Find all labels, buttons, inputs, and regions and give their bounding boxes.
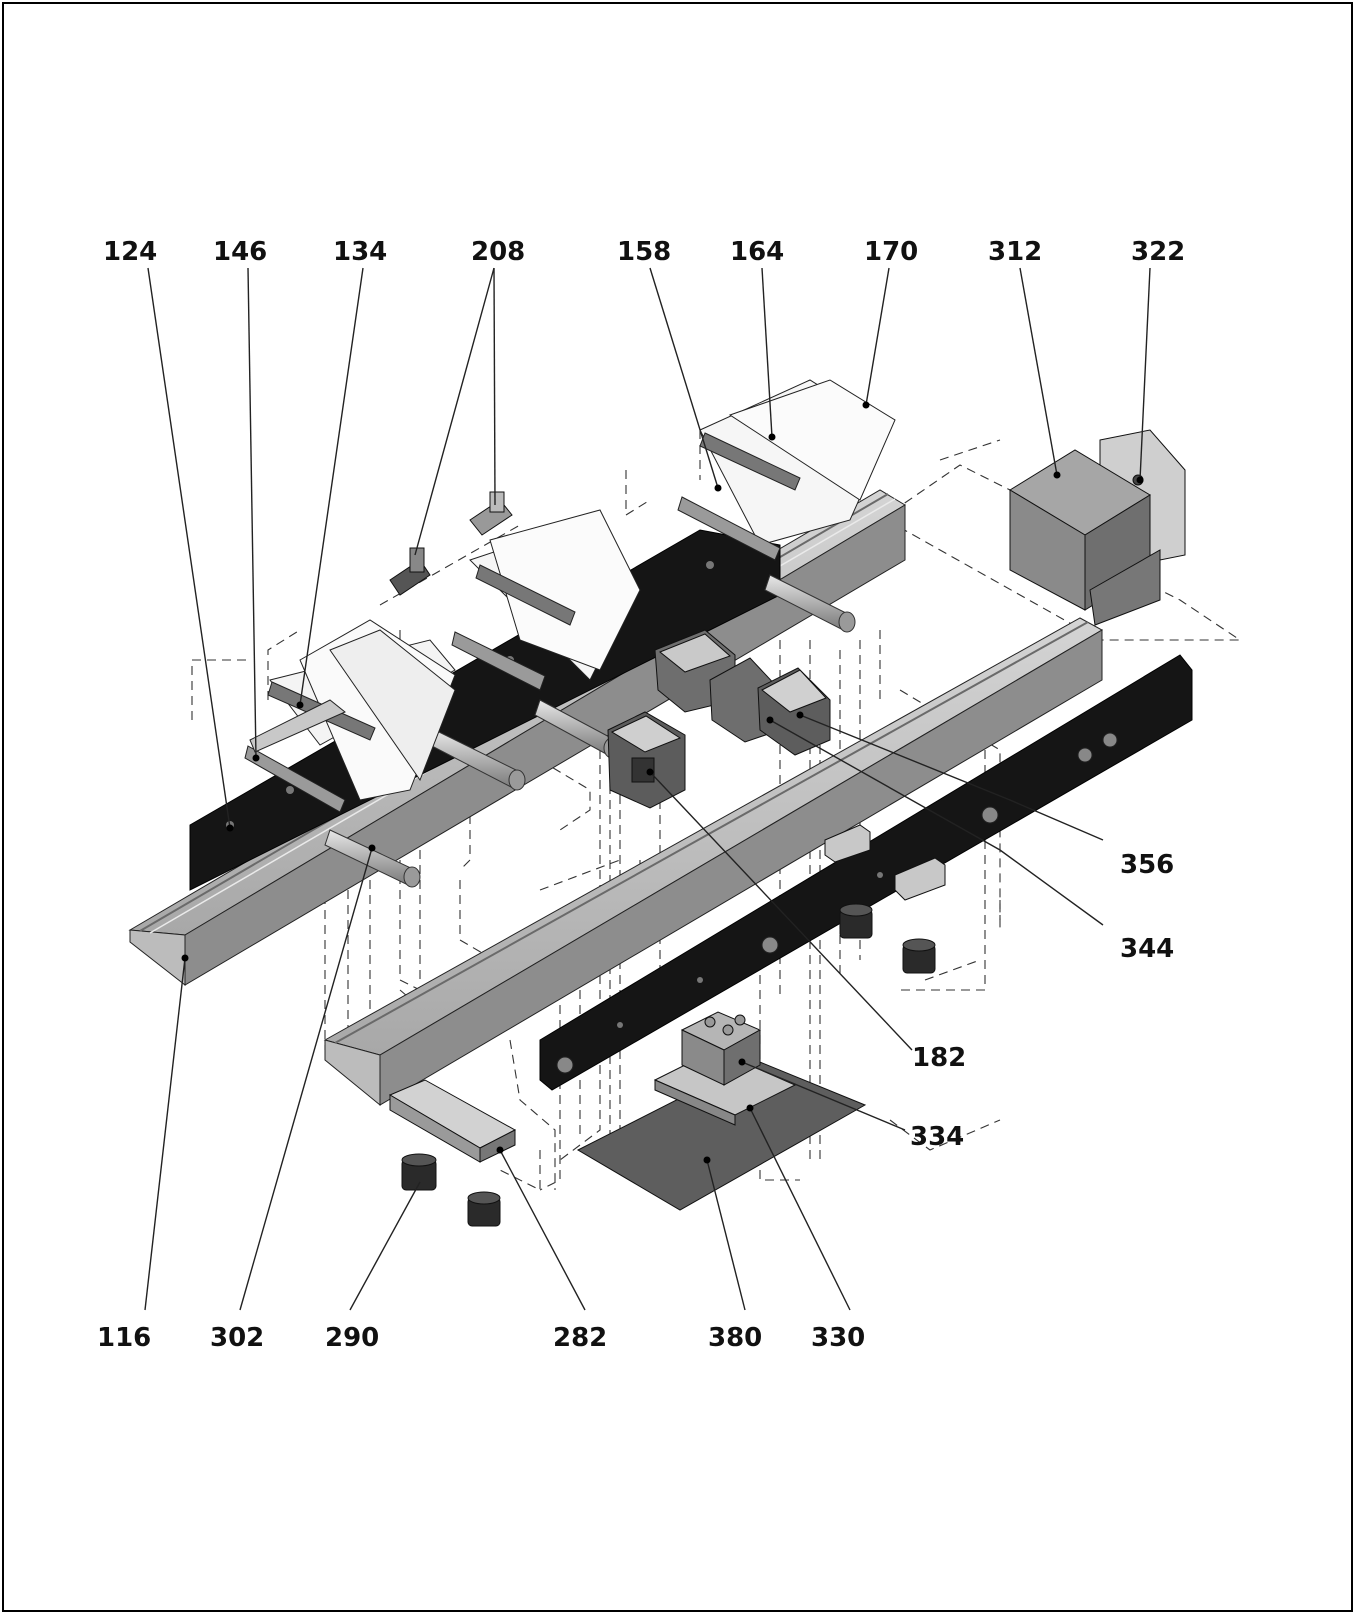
label-330: 330 bbox=[811, 1323, 865, 1353]
label-282: 282 bbox=[553, 1323, 607, 1353]
label-158: 158 bbox=[617, 237, 671, 267]
leader-208b bbox=[493, 267, 496, 506]
label-116: 116 bbox=[97, 1323, 151, 1353]
leader-282 bbox=[499, 1149, 586, 1311]
label-170: 170 bbox=[864, 237, 918, 267]
finger-assembly-middle bbox=[451, 509, 641, 691]
label-312: 312 bbox=[988, 237, 1042, 267]
leader-124 bbox=[147, 267, 231, 829]
leader-322 bbox=[1139, 267, 1151, 481]
leader-380 bbox=[706, 1159, 746, 1311]
fittings-208 bbox=[389, 491, 513, 596]
label-380: 380 bbox=[708, 1323, 762, 1353]
callout-labels: 124 146 134 208 158 164 170 312 322 356 … bbox=[97, 237, 1185, 1353]
clamps bbox=[607, 629, 831, 809]
leader-116 bbox=[144, 957, 186, 1311]
leader-208a bbox=[414, 267, 495, 556]
label-208: 208 bbox=[471, 237, 525, 267]
motor-312 bbox=[1009, 429, 1186, 626]
finger-assembly-left bbox=[244, 619, 456, 813]
leader-134 bbox=[299, 267, 364, 706]
base-block-282 bbox=[388, 1079, 517, 1163]
magnets-right bbox=[824, 824, 946, 974]
leader-344 bbox=[769, 719, 1104, 926]
label-356: 356 bbox=[1120, 850, 1174, 880]
leader-182 bbox=[649, 771, 913, 1051]
leader-158 bbox=[649, 267, 719, 489]
leader-312 bbox=[1019, 267, 1058, 476]
leader-356 bbox=[799, 714, 1104, 841]
leader-290 bbox=[349, 1181, 421, 1311]
leader-330 bbox=[749, 1107, 851, 1311]
label-290: 290 bbox=[325, 1323, 379, 1353]
leader-334 bbox=[741, 1061, 906, 1131]
label-322: 322 bbox=[1131, 237, 1185, 267]
label-302: 302 bbox=[210, 1323, 264, 1353]
finger-assembly-right bbox=[677, 379, 896, 561]
leader-170 bbox=[865, 267, 890, 406]
leader-302 bbox=[239, 847, 373, 1311]
label-334: 334 bbox=[910, 1122, 964, 1152]
block-334 bbox=[680, 1011, 762, 1086]
label-164: 164 bbox=[730, 237, 784, 267]
front-bar bbox=[539, 654, 1193, 1091]
label-134: 134 bbox=[333, 237, 387, 267]
magnets-290 bbox=[401, 1153, 501, 1227]
label-344: 344 bbox=[1120, 934, 1174, 964]
rail-front bbox=[323, 617, 1104, 1107]
label-124: 124 bbox=[103, 237, 157, 267]
label-182: 182 bbox=[912, 1043, 966, 1073]
leader-lines bbox=[144, 267, 1151, 1311]
label-146: 146 bbox=[213, 237, 267, 267]
leader-146 bbox=[247, 267, 257, 759]
leader-164 bbox=[761, 267, 773, 438]
